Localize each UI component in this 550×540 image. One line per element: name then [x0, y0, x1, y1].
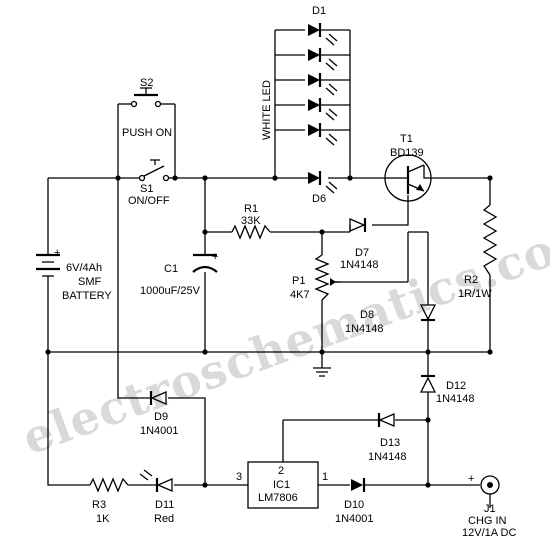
label-j1-desc2: 12V/1A DC — [462, 527, 516, 539]
labels: D1 D6 WHITE LED S2 PUSH ON S1 ON/OFF T1 … — [54, 5, 516, 539]
led-d6 — [308, 171, 338, 194]
label-batt-type: SMF — [78, 276, 102, 288]
label-t1-ref: T1 — [400, 133, 413, 145]
switch-s2 — [130, 87, 162, 108]
label-r1-val: 33K — [241, 215, 261, 227]
potentiometer-p1 — [314, 254, 340, 301]
label-d8-part: 1N4148 — [345, 323, 384, 335]
diode-d8 — [419, 304, 437, 322]
label-d11-ref: D11 — [155, 499, 174, 511]
resistor-r3 — [89, 477, 129, 493]
label-p1-val: 4K7 — [290, 289, 310, 301]
wires — [47, 29, 491, 486]
led-d2 — [308, 48, 338, 71]
led-d1 — [308, 23, 338, 46]
label-d9-ref: D9 — [154, 411, 168, 423]
label-batt-name: BATTERY — [62, 290, 112, 302]
label-d12-ref: D12 — [446, 380, 466, 392]
label-c1-ref: C1 — [164, 263, 178, 275]
led-d3 — [308, 73, 338, 96]
white-led-array — [308, 23, 338, 194]
label-d10-ref: D10 — [344, 499, 364, 511]
label-d9-part: 1N4001 — [140, 425, 179, 437]
label-t1-part: BD139 — [390, 147, 424, 159]
led-d4 — [308, 98, 338, 121]
diode-d7 — [349, 218, 367, 232]
label-c1-plus: + — [212, 251, 218, 263]
regulator-ic1 — [247, 461, 319, 509]
label-d8-ref: D8 — [360, 309, 374, 321]
label-j1-ref: J1 — [484, 503, 496, 515]
led-d11 — [139, 469, 173, 492]
label-batt-plus: + — [54, 247, 60, 259]
switch-s1 — [118, 159, 175, 182]
label-j1-plus: + — [468, 473, 474, 485]
label-c1-val: 1000uF/25V — [140, 285, 201, 297]
label-j1-desc1: CHG IN — [468, 515, 507, 527]
label-batt-val: 6V/4Ah — [66, 262, 102, 274]
diode-d13 — [377, 413, 395, 427]
label-s1-ref: S1 — [140, 183, 153, 195]
label-s1-desc: ON/OFF — [128, 195, 170, 207]
label-ic1-pin2: 2 — [278, 465, 284, 477]
label-ic1-part: LM7806 — [258, 492, 298, 504]
diode-d12 — [419, 374, 437, 393]
label-s2-ref: S2 — [140, 77, 153, 89]
label-ic1-pin1: 1 — [322, 471, 328, 483]
label-d7-ref: D7 — [355, 247, 369, 259]
label-white-led: WHITE LED — [261, 80, 273, 140]
label-d13-ref: D13 — [380, 437, 400, 449]
label-r2-ref: R2 — [464, 274, 478, 286]
label-ic1-ref: IC1 — [273, 479, 290, 491]
battery — [36, 253, 60, 290]
label-p1-ref: P1 — [292, 275, 305, 287]
capacitor-c1 — [192, 253, 218, 273]
label-r2-val: 1R/1W — [458, 288, 492, 300]
label-d12-part: 1N4148 — [436, 393, 475, 405]
diode-d9 — [149, 391, 167, 405]
label-d1: D1 — [312, 5, 326, 17]
label-d11-color: Red — [154, 513, 174, 525]
led-d5 — [308, 123, 338, 146]
resistor-r2 — [482, 204, 498, 276]
label-s2-desc: PUSH ON — [122, 127, 172, 139]
label-d6: D6 — [312, 193, 326, 205]
label-r1-ref: R1 — [244, 203, 258, 215]
label-r3-ref: R3 — [92, 499, 106, 511]
junction-dots — [45, 175, 493, 488]
transistor-t1 — [384, 154, 436, 202]
resistor-r1 — [231, 224, 271, 240]
label-r3-val: 1K — [96, 513, 110, 525]
label-d10-part: 1N4001 — [335, 513, 374, 525]
label-d13-part: 1N4148 — [368, 451, 407, 463]
ground-symbol — [313, 367, 331, 377]
jack-j1 — [480, 475, 500, 508]
diode-d10 — [351, 478, 366, 492]
label-ic1-pin3: 3 — [236, 471, 242, 483]
label-d7-part: 1N4148 — [340, 259, 379, 271]
